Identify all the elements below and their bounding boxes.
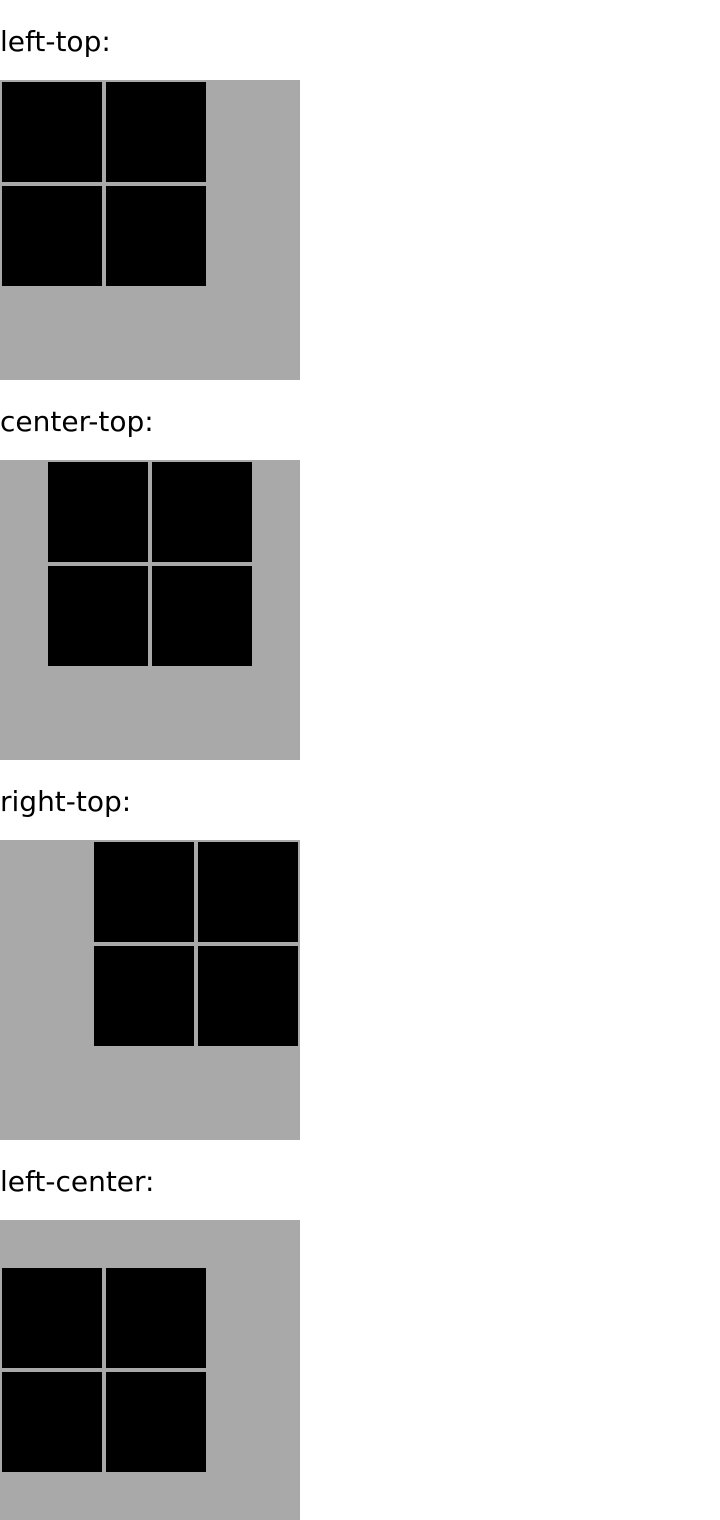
demo-label: left-center: [0,1165,155,1198]
container-box [0,80,300,380]
cell-grid [92,840,300,1048]
cell-grid [0,80,208,288]
grid-cell [94,842,194,942]
demo-center-top: center-top: [0,380,300,760]
grid-cell [198,946,298,1046]
demo-label: center-top: [0,405,154,438]
cell-grid [0,1266,208,1474]
container-box [0,1220,300,1520]
grid-cell [48,566,148,666]
grid-cell [94,946,194,1046]
grid-cell [152,566,252,666]
demo-left-top: left-top: [0,0,300,380]
grid-cell [106,1372,206,1472]
demo-right-top: right-top: [0,760,300,1140]
grid-cell [2,1268,102,1368]
demo-label: left-top: [0,25,111,58]
grid-cell [48,462,148,562]
grid-cell [152,462,252,562]
container-box [0,840,300,1140]
grid-cell [106,82,206,182]
demo-label: right-top: [0,785,132,818]
grid-cell [106,186,206,286]
grid-cell [2,82,102,182]
grid-cell [106,1268,206,1368]
grid-cell [198,842,298,942]
demo-left-center: left-center: [0,1140,300,1520]
grid-cell [2,1372,102,1472]
container-box [0,460,300,760]
grid-cell [2,186,102,286]
cell-grid [46,460,254,668]
